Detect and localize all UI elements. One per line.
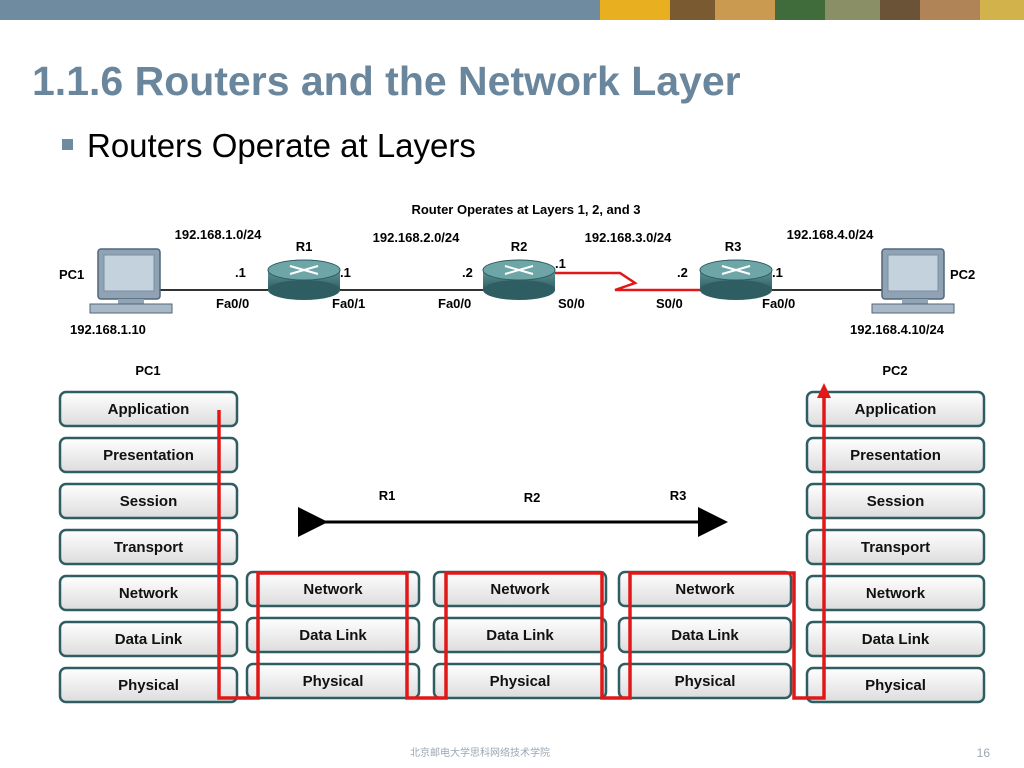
pc1-layer-physical-label: Physical <box>118 677 179 694</box>
pc2-computer-icon <box>871 248 955 314</box>
pc2-layer-network-box <box>805 574 986 612</box>
network-label: 192.168.3.0/24 <box>585 230 673 245</box>
router-r2-layer-data-link-box <box>432 616 608 654</box>
router-r2-layer-physical-label: Physical <box>490 673 551 690</box>
diagram-title: Router Operates at Layers 1, 2, and 3 <box>411 202 640 217</box>
interface-name: Fa0/1 <box>332 296 365 311</box>
pc1-layer-application-box <box>58 390 239 428</box>
interface-name: Fa0/0 <box>438 296 471 311</box>
router-r1-layer-physical-label: Physical <box>303 673 364 690</box>
router-layers-diagram: Router Operates at Layers 1, 2, and 3 19… <box>50 195 1000 710</box>
pc1-layer-network-label: Network <box>119 585 179 602</box>
router-r2-label: R2 <box>511 239 528 254</box>
interface-address: .2 <box>677 265 688 280</box>
pc1-label: PC1 <box>59 267 84 282</box>
router-r1-icon <box>267 259 341 300</box>
router-r1-layer-network-label: Network <box>303 581 363 598</box>
pc2-layer-transport-box <box>805 528 986 566</box>
pc1-computer-icon <box>89 248 173 314</box>
router-r3-layer-data-link-label: Data Link <box>671 627 739 644</box>
pc2-layer-application-label: Application <box>855 401 937 418</box>
serial-link <box>555 271 710 292</box>
footer-school-name: 北京邮电大学思科网络技术学院 <box>410 748 550 759</box>
pc1-layer-data-link-box <box>58 620 239 658</box>
pc2-layer-data-link-box <box>805 620 986 658</box>
pc1-layer-network-box <box>58 574 239 612</box>
pc1-layer-presentation-box <box>58 436 239 474</box>
router-r2-layer-data-link-label: Data Link <box>486 627 554 644</box>
network-label: 192.168.1.0/24 <box>175 227 263 242</box>
router-r1-layer-data-link-box <box>245 616 421 654</box>
pc2-layer-network-label: Network <box>866 585 926 602</box>
pc1-layer-presentation-label: Presentation <box>103 447 194 464</box>
router-r3-icon <box>699 259 773 300</box>
network-label: 192.168.4.0/24 <box>787 227 875 242</box>
router-r2-icon <box>482 259 556 300</box>
pc1-layer-transport-box <box>58 528 239 566</box>
page-number: 16 <box>976 746 990 760</box>
pc2-stack-label: PC2 <box>882 363 907 378</box>
router-r3-layer-network-label: Network <box>675 581 735 598</box>
pc1-layer-physical-box <box>58 666 239 704</box>
router-r3-layer-physical-label: Physical <box>675 673 736 690</box>
arrow-label-r3: R3 <box>670 488 687 503</box>
bullet-text: Routers Operate at Layers <box>87 127 476 164</box>
pc2-layer-session-box <box>805 482 986 520</box>
router-r2-layer-physical-box <box>432 662 608 700</box>
pc1-ip-address: 192.168.1.10 <box>70 322 146 337</box>
pc2-ip-address: 192.168.4.10/24 <box>850 322 945 337</box>
pc2-layer-session-label: Session <box>867 493 925 510</box>
interface-name: S0/0 <box>656 296 683 311</box>
data-path-arrowhead <box>817 383 831 398</box>
pc1-layer-session-box <box>58 482 239 520</box>
interface-address: .1 <box>772 265 783 280</box>
pc2-label: PC2 <box>950 267 975 282</box>
router-r3-layer-physical-box <box>617 662 793 700</box>
pc1-layer-data-link-label: Data Link <box>115 631 183 648</box>
arrow-label-r2: R2 <box>524 490 541 505</box>
pc2-layer-application-box <box>805 390 986 428</box>
interface-name: S0/0 <box>558 296 585 311</box>
router-r3-layer-data-link-box <box>617 616 793 654</box>
interface-address: .2 <box>462 265 473 280</box>
pc1-stack-label: PC1 <box>135 363 160 378</box>
network-label: 192.168.2.0/24 <box>373 230 461 245</box>
slide-title: 1.1.6 Routers and the Network Layer <box>32 58 741 104</box>
interface-address: .1 <box>340 265 351 280</box>
interface-name: Fa0/0 <box>762 296 795 311</box>
router-r3-label: R3 <box>725 239 742 254</box>
bullet-marker <box>62 139 73 150</box>
pc2-layer-transport-label: Transport <box>861 539 930 556</box>
pc1-layer-session-label: Session <box>120 493 178 510</box>
router-r1-layer-data-link-label: Data Link <box>299 627 367 644</box>
router-r1-layer-physical-box <box>245 662 421 700</box>
pc1-layer-application-label: Application <box>108 401 190 418</box>
pc2-layer-presentation-box <box>805 436 986 474</box>
arrow-label-r1: R1 <box>379 488 396 503</box>
interface-name: Fa0/0 <box>216 296 249 311</box>
interface-address: .1 <box>555 256 566 271</box>
interface-address: .1 <box>235 265 246 280</box>
pc2-layer-data-link-label: Data Link <box>862 631 930 648</box>
pc2-layer-physical-label: Physical <box>865 677 926 694</box>
pc2-layer-presentation-label: Presentation <box>850 447 941 464</box>
router-r1-label: R1 <box>296 239 313 254</box>
router-r2-layer-network-label: Network <box>490 581 550 598</box>
pc1-layer-transport-label: Transport <box>114 539 183 556</box>
header-photo-strip <box>600 0 1024 20</box>
pc2-layer-physical-box <box>805 666 986 704</box>
data-path-line <box>217 390 826 700</box>
